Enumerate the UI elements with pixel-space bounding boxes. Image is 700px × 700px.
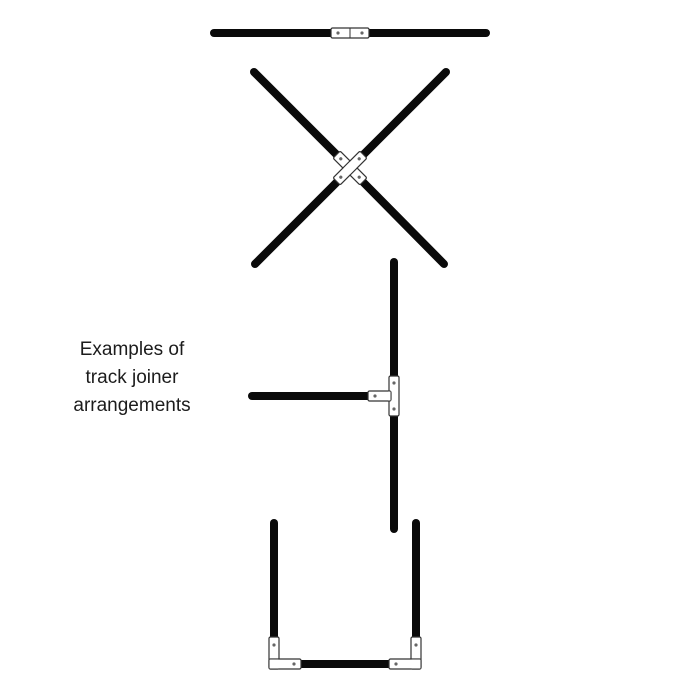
tee-arrangement (248, 258, 400, 533)
cross-track-lower-right (359, 178, 448, 268)
l-joiner-left (268, 636, 302, 670)
cross-track-lower-left (251, 178, 341, 268)
cross-track-upper-right (359, 68, 450, 159)
straight-arrangement (210, 27, 490, 39)
caption-line-2: track joiner (85, 367, 179, 388)
diagram-caption: Examples of track joiner arrangements (52, 336, 212, 420)
cross-track-upper-left (250, 68, 341, 159)
caption-line-3: arrangements (73, 395, 191, 416)
x-joiner (333, 151, 367, 185)
u-shape-arrangement (268, 519, 422, 670)
straight-joiner (330, 27, 370, 39)
l-joiner-right (388, 636, 422, 670)
caption-line-1: Examples of (79, 339, 185, 360)
cross-arrangement (250, 68, 450, 268)
t-joiner (367, 375, 400, 417)
